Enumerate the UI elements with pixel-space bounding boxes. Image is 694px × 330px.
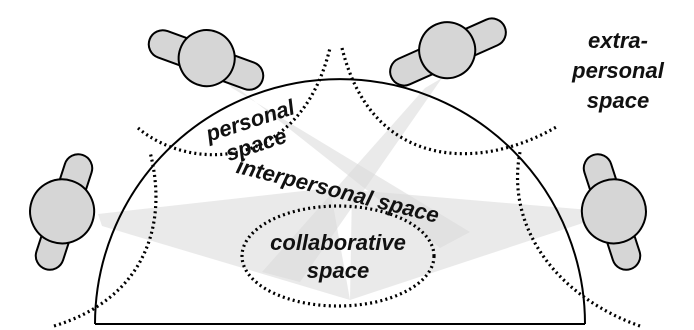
label-collaborative-space: space [307,258,369,283]
person-top-right [389,17,507,87]
person-head-icon [29,178,96,245]
label-extra-personal-1: extra- [588,28,648,53]
person-head-icon [177,29,236,88]
zone-boundaries [53,47,641,328]
view-beams [98,70,590,300]
person-head-icon [580,178,647,245]
table-semicircle [94,78,586,325]
personal-boundary-left [53,151,158,328]
person-right [580,153,647,271]
beam-left [98,188,350,300]
label-extra-personal-3: space [587,88,649,113]
label-collaborative: collaborative [270,230,406,255]
beam-right [350,190,590,300]
person-top-left [147,29,265,91]
collaborative-boundary [240,204,436,308]
personal-boundary-top-left [136,47,332,157]
personal-boundary-right [515,151,641,328]
label-extra-personal-2: personal [571,58,665,83]
person-left [29,153,96,271]
person-head-icon [418,21,477,80]
